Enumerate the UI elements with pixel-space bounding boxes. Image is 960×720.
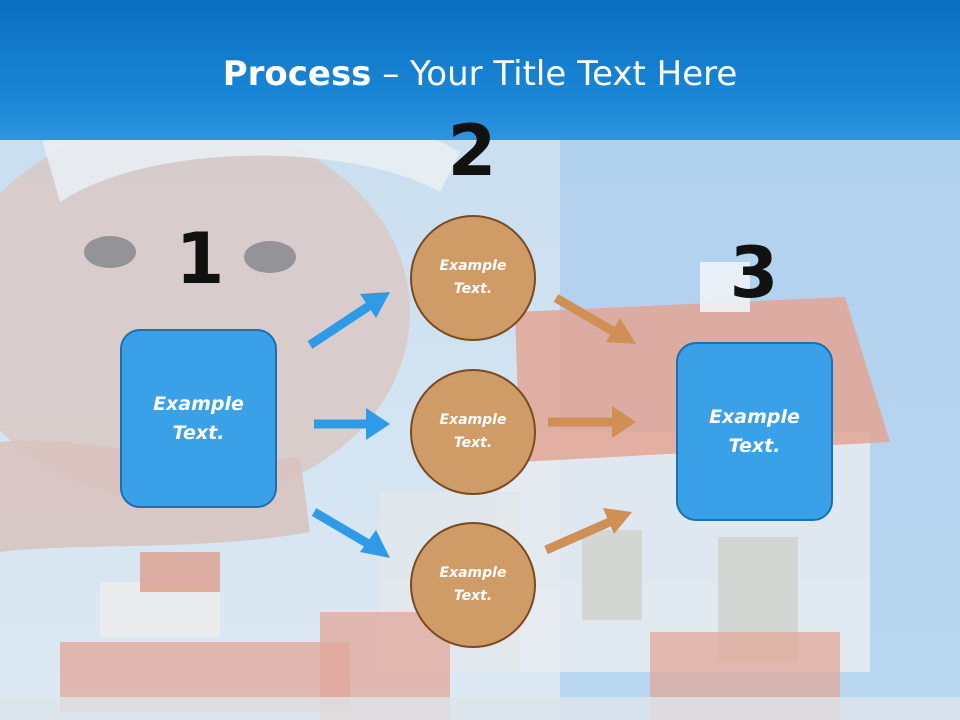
step3-text: Example Text. xyxy=(709,405,800,457)
step2-circle-middle-text: Example Text. xyxy=(439,412,507,451)
step2-circle-bottom: Example Text. xyxy=(410,522,536,648)
title-bold: Process xyxy=(222,54,372,94)
step2-circle-middle: Example Text. xyxy=(410,369,536,495)
title-rest: – Your Title Text Here xyxy=(371,54,738,94)
step3-box: Example Text. xyxy=(676,342,833,521)
step1-text: Example Text. xyxy=(153,392,244,444)
slide-title: Process – Your Title Text Here xyxy=(0,52,960,96)
step-number-2: 2 xyxy=(447,110,497,192)
step-number-3: 3 xyxy=(729,232,779,314)
step1-box: Example Text. xyxy=(120,329,277,508)
step2-circle-top: Example Text. xyxy=(410,215,536,341)
step2-circle-top-text: Example Text. xyxy=(439,258,507,297)
header-band xyxy=(0,0,960,140)
step-number-1: 1 xyxy=(175,218,225,300)
step2-circle-bottom-text: Example Text. xyxy=(439,565,507,604)
